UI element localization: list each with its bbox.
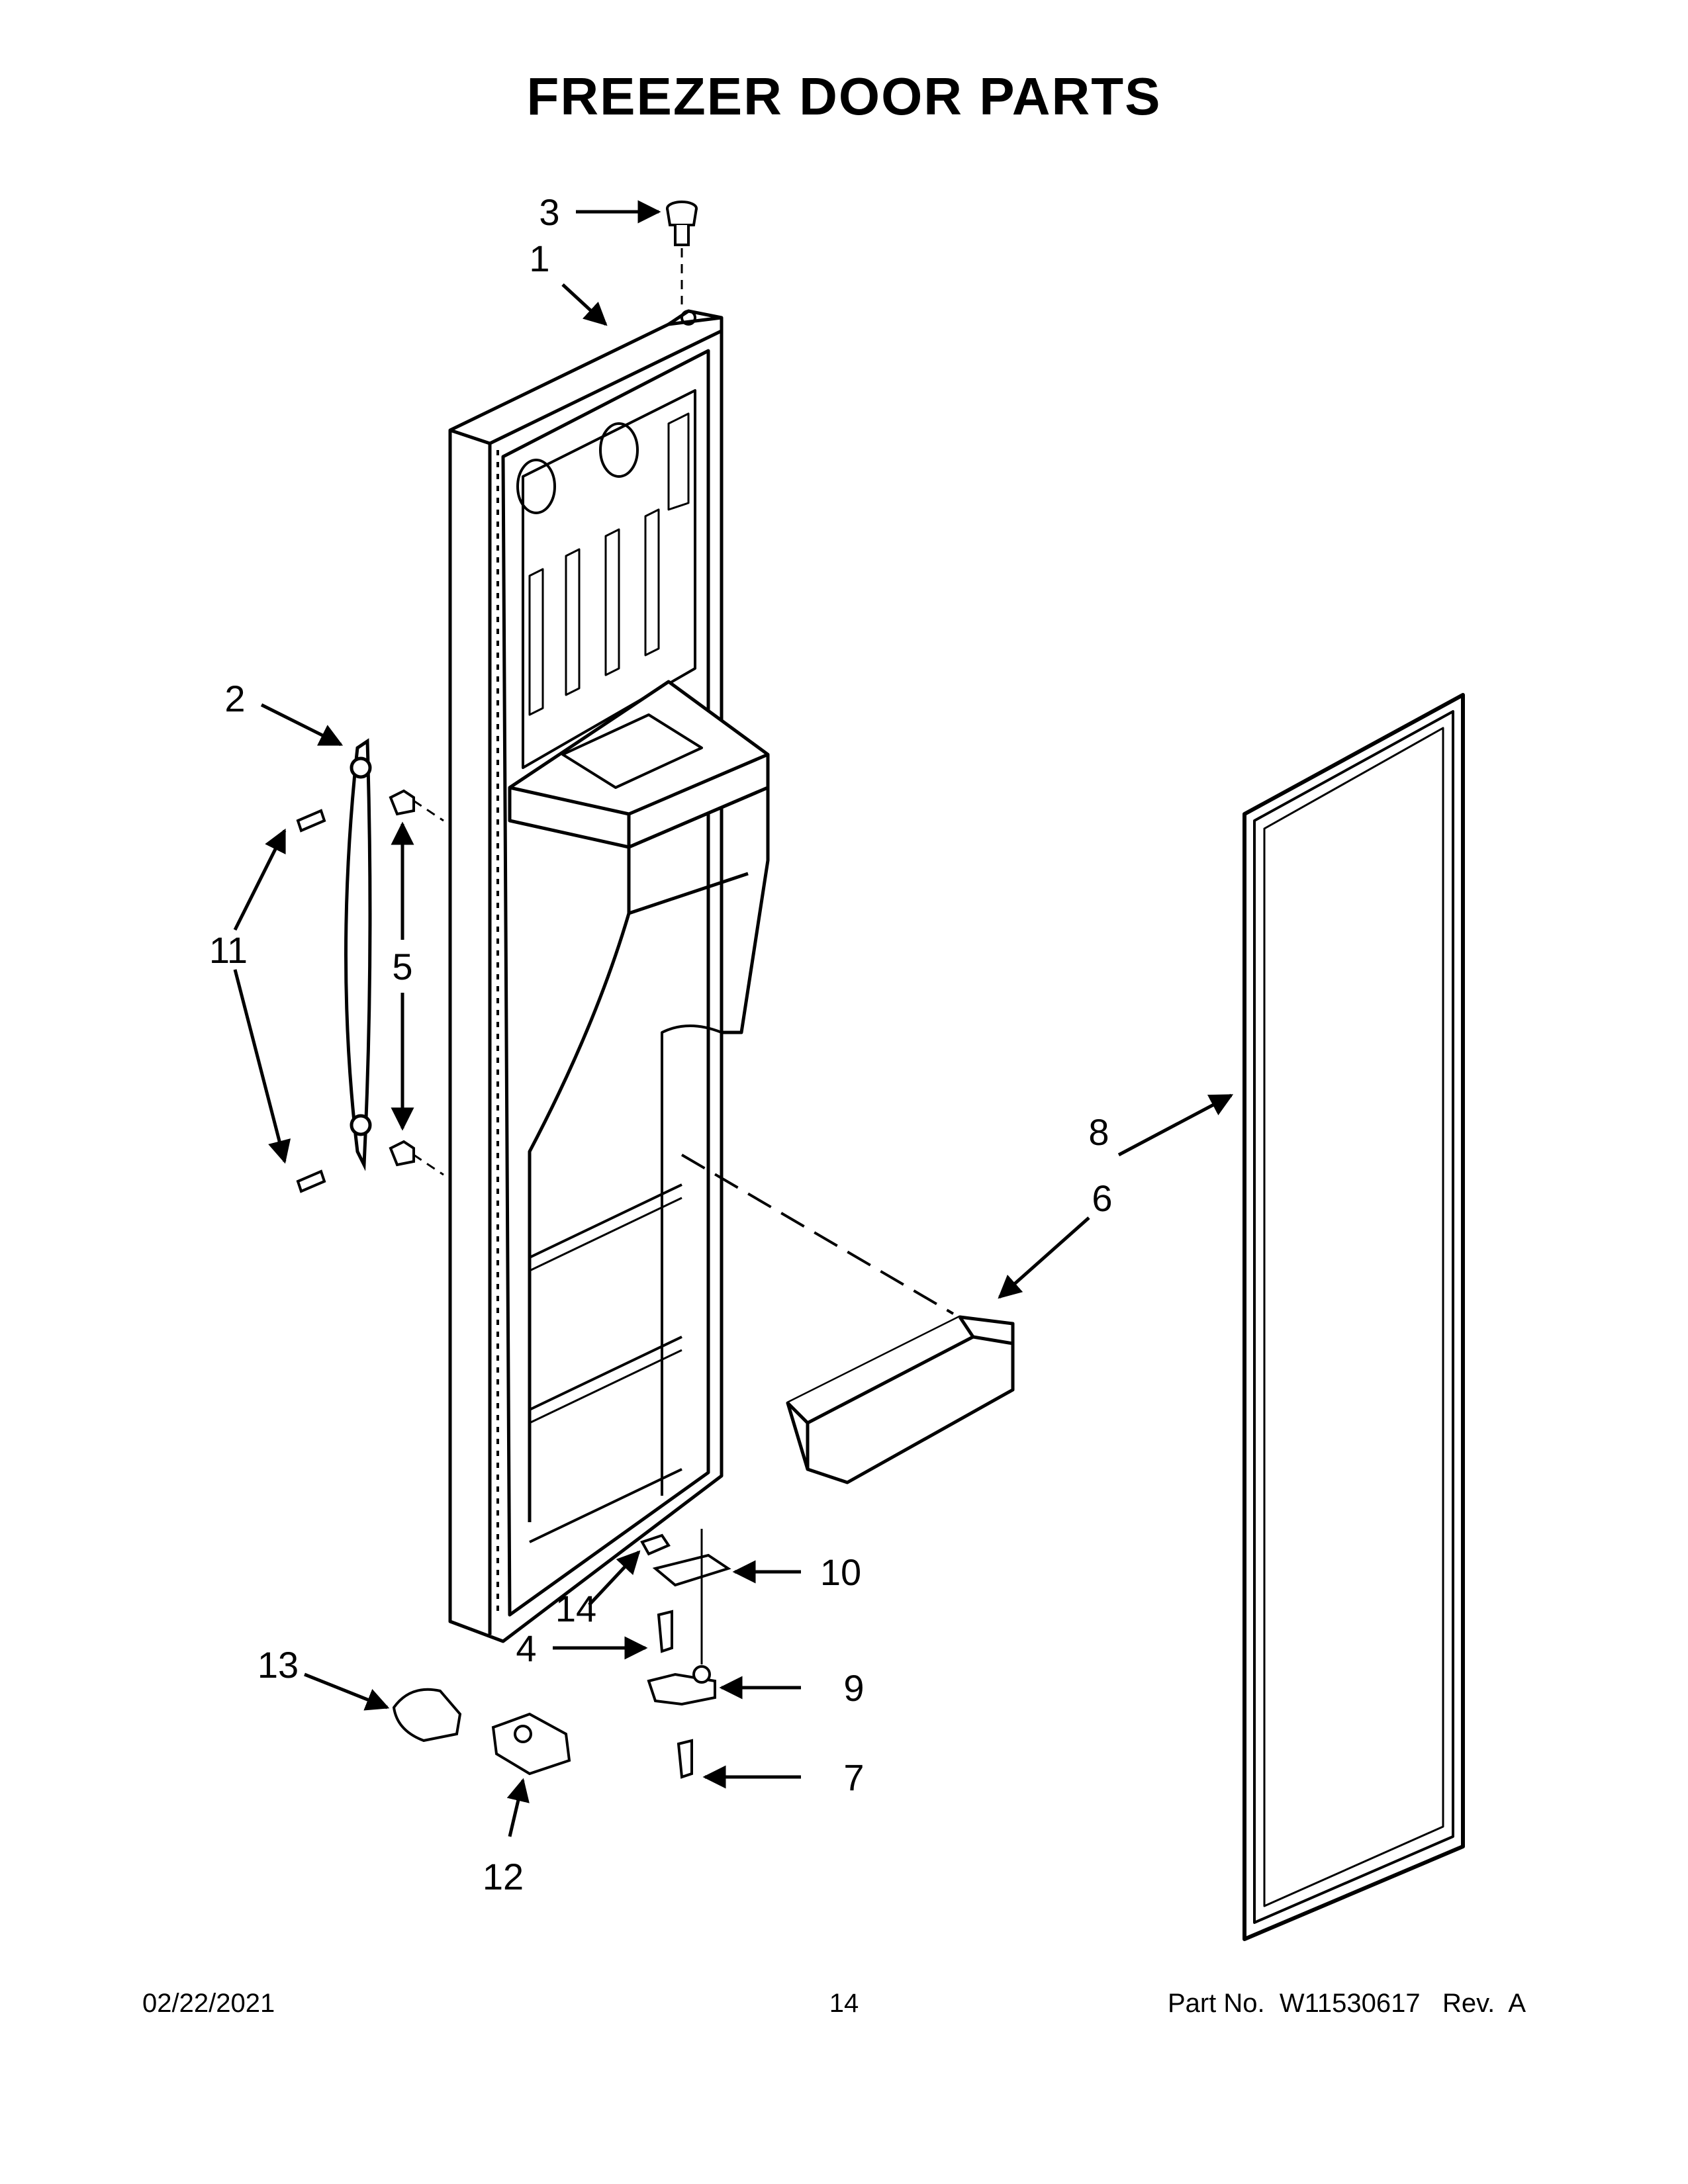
callout-4: 4 xyxy=(516,1627,536,1669)
door-gasket xyxy=(1243,693,1465,1941)
callout-5: 5 xyxy=(392,946,412,987)
footer-part-number: Part No. W11530617 Rev. A xyxy=(1168,1989,1526,2019)
callout-1: 1 xyxy=(529,238,549,279)
callout-14: 14 xyxy=(555,1588,596,1629)
callout-2: 2 xyxy=(224,678,245,719)
rev-value: A xyxy=(1508,1989,1526,2018)
callout-11: 11 xyxy=(209,929,248,971)
callout-10: 10 xyxy=(820,1551,861,1593)
handle-studs xyxy=(389,789,415,1167)
callout-13: 13 xyxy=(258,1644,299,1686)
lower-hinge-parts xyxy=(640,1533,731,1779)
callout-12: 12 xyxy=(483,1856,524,1897)
page-title: FREEZER DOOR PARTS xyxy=(526,67,1162,126)
footer-date: 02/22/2021 xyxy=(142,1989,275,2018)
callout-arrows xyxy=(233,200,1234,1837)
freezer-door xyxy=(448,309,770,1643)
callout-7: 7 xyxy=(843,1756,864,1798)
callout-6: 6 xyxy=(1092,1177,1112,1219)
footer-page-number: 14 xyxy=(829,1989,859,2018)
part-label: Part No. xyxy=(1167,1989,1265,2018)
rev-label: Rev. xyxy=(1442,1989,1495,2018)
hinge-cover xyxy=(491,1712,571,1776)
door-handle xyxy=(344,738,372,1171)
part-number: W11530617 xyxy=(1279,1989,1421,2018)
callout-9: 9 xyxy=(843,1667,864,1709)
hinge-bushing xyxy=(666,201,698,246)
callout-8: 8 xyxy=(1088,1111,1109,1153)
wire-clip xyxy=(392,1688,462,1743)
callout-3: 3 xyxy=(539,191,559,233)
door-bin xyxy=(786,1315,1015,1484)
set-screws xyxy=(296,809,326,1193)
callout-labels: 1 2 3 4 5 6 7 8 9 10 11 12 13 14 xyxy=(209,191,1113,1897)
